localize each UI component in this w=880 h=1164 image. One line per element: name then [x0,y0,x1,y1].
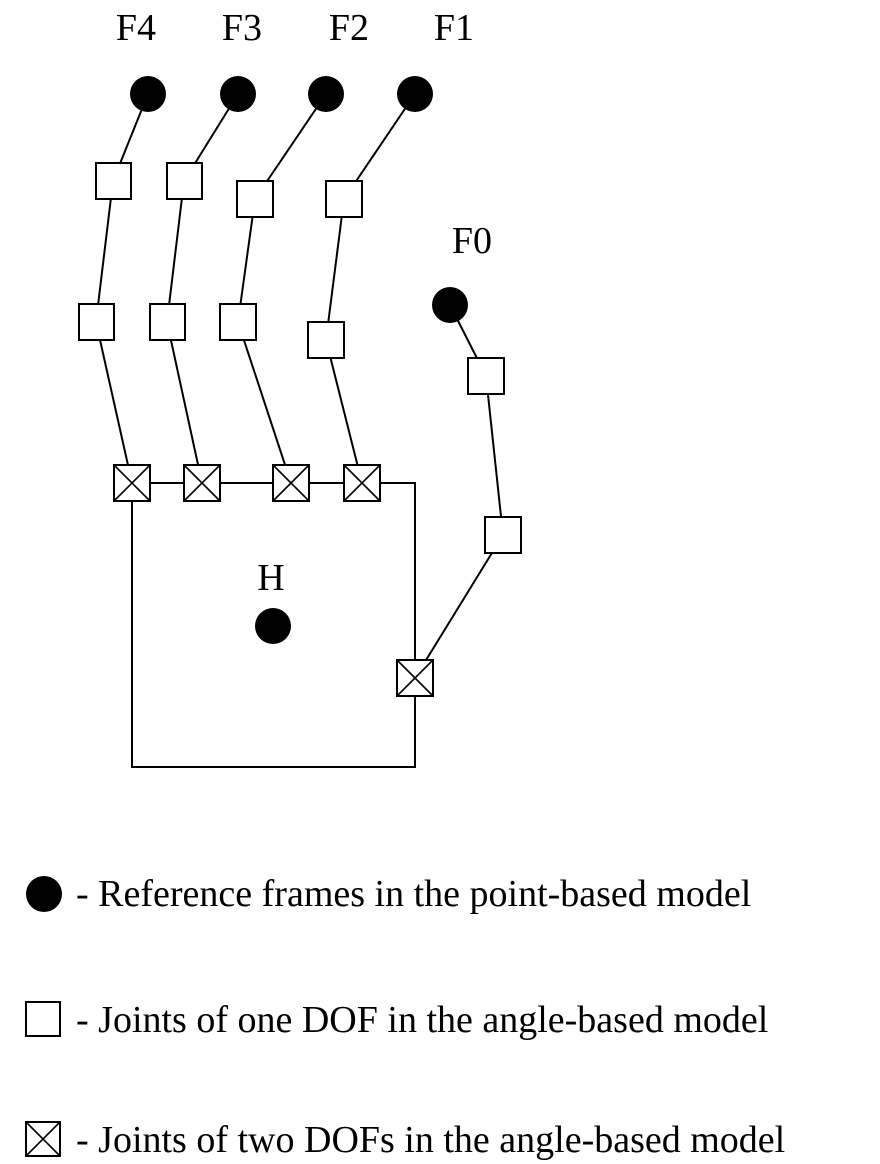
label-h: H [257,557,284,599]
empty-square-icon [25,1001,61,1037]
joint-one-dof [219,303,257,341]
reference-frame-f1 [397,76,433,112]
joint-one-dof [325,180,363,218]
f4-link-base [95,321,133,484]
reference-frame-f0 [432,287,468,323]
joint-one-dof [236,180,274,218]
f0-link-mid [485,375,504,536]
two-dof-joints [113,464,434,697]
joint-two-dof [113,464,151,502]
joint-two-dof [396,659,434,697]
crossed-square-icon [25,1121,61,1157]
joint-two-dof [272,464,310,502]
f4-link-mid [95,180,114,323]
legend-two-dof-joint-text: - Joints of two DOFs in the angle-based … [76,1119,786,1161]
joint-one-dof [78,303,115,341]
joint-one-dof [95,162,132,200]
filled-circle-icon [26,876,62,912]
f2-link-base [237,321,292,484]
legend-reference-frame-text: - Reference frames in the point-based mo… [76,873,752,915]
joint-one-dof [307,321,345,359]
f0-link-base [414,534,504,679]
f2-link-mid [237,198,256,323]
f1-link-base [325,339,363,484]
label-f2: F2 [329,7,369,49]
palm-right-edge [362,482,416,678]
label-f1: F1 [434,7,474,49]
joint-one-dof [166,162,203,200]
legend-one-dof-joint: - Joints of one DOF in the angle-based m… [24,996,874,1044]
reference-frame-f3 [220,76,256,112]
legend-one-dof-joint-text: - Joints of one DOF in the angle-based m… [76,999,769,1041]
joint-one-dof [149,303,186,341]
reference-frame-h [255,608,291,644]
label-f3: F3 [222,7,262,49]
joint-one-dof [467,357,505,395]
reference-frame-f4 [130,76,166,112]
legend-two-dof-joint: - Joints of two DOFs in the angle-based … [24,1116,874,1164]
joint-one-dof [484,516,522,554]
joint-two-dof [343,464,381,502]
label-f0: F0 [452,220,492,262]
joint-two-dof [183,464,221,502]
palm-outline [131,483,416,768]
one-dof-joints [78,162,522,554]
legend-reference-frame: - Reference frames in the point-based mo… [24,870,874,918]
f3-link-base [166,321,203,484]
hand-model-diagram: F4 F3 F2 F1 F0 H [78,7,522,768]
f3-link-mid [166,180,185,323]
reference-frame-f2 [308,76,344,112]
label-f4: F4 [116,7,156,49]
f1-link-mid [325,198,345,341]
